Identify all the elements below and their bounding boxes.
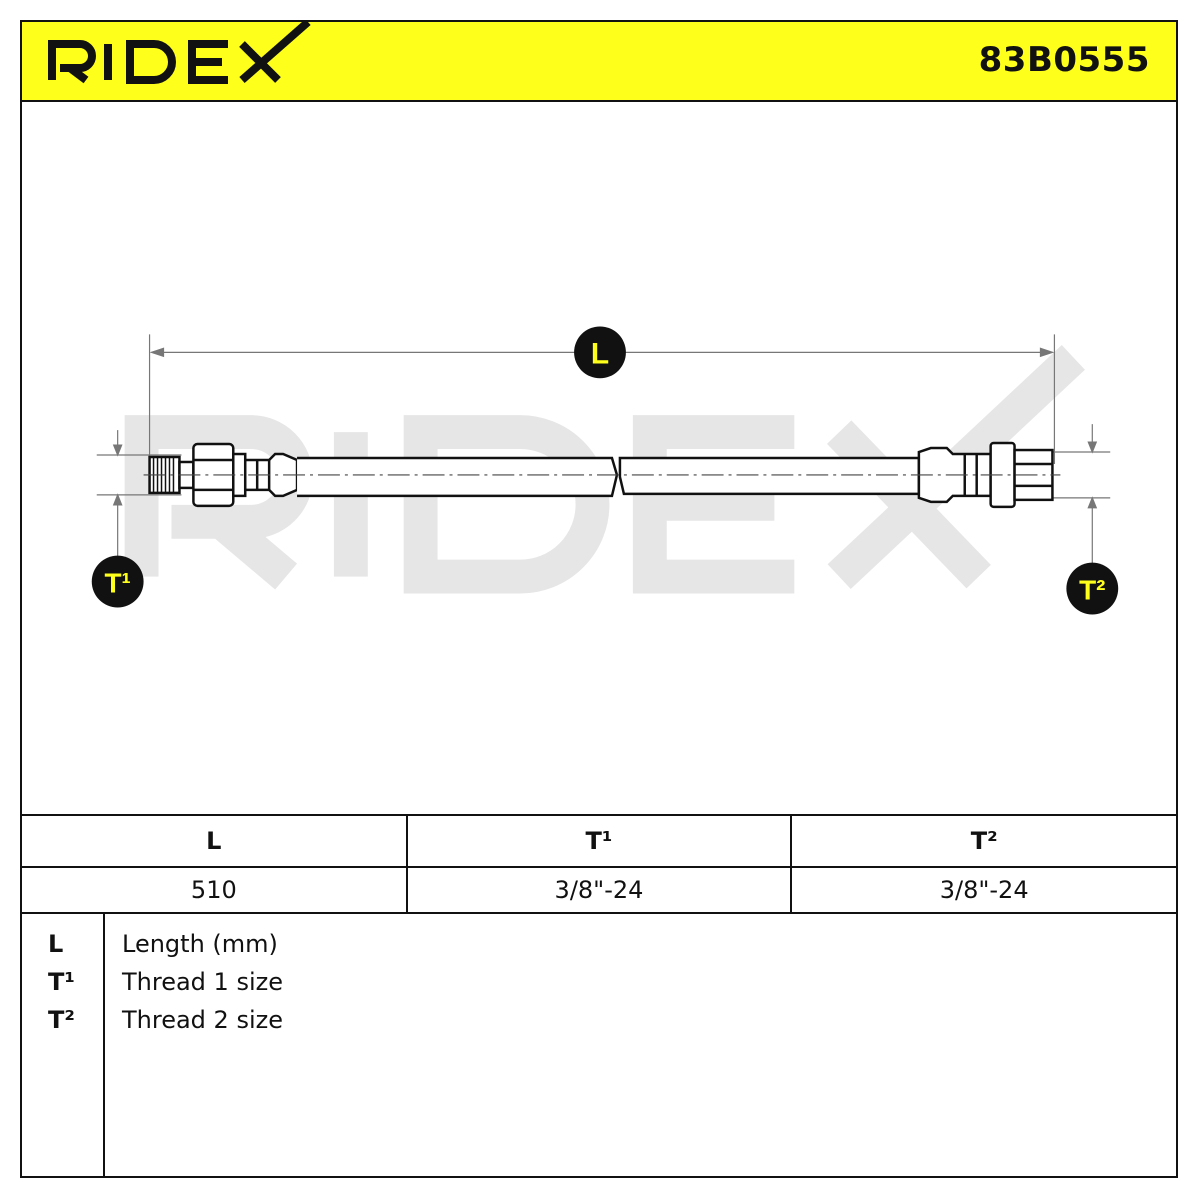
legend-desc: Length (mm) [122, 930, 278, 958]
spec-header-row: L T¹ T² [22, 814, 1176, 868]
length-marker-label: L [591, 337, 609, 370]
spec-value-length: 510 [22, 866, 408, 914]
legend-item: T² Thread 2 size [22, 1006, 1176, 1044]
length-marker [574, 326, 626, 379]
spec-header-length: L [22, 814, 408, 868]
part-number: 83B0555 [978, 40, 1150, 80]
thread2-marker-label: T² [1079, 575, 1105, 606]
legend-desc: Thread 2 size [122, 1006, 283, 1034]
legend-item: T¹ Thread 1 size [22, 968, 1176, 1006]
header-bar: 83B0555 [22, 22, 1176, 102]
thread1-marker-label: T¹ [105, 568, 131, 599]
legend: L Length (mm) T¹ Thread 1 size T² Thread… [22, 914, 1176, 1178]
thread2-marker [1066, 562, 1119, 615]
legend-key: T² [48, 1006, 75, 1034]
product-sheet: 83B0555 L [20, 20, 1178, 1178]
legend-item: L Length (mm) [22, 930, 1176, 968]
watermark-logo [124, 344, 1085, 594]
spec-value-row: 510 3/8"-24 3/8"-24 [22, 866, 1176, 914]
legend-key: L [48, 930, 64, 958]
spec-value-thread1: 3/8"-24 [405, 866, 793, 914]
spec-header-thread1: T¹ [405, 814, 793, 868]
brand-logo [48, 22, 311, 84]
brake-hose [148, 441, 1054, 509]
spec-value-thread2: 3/8"-24 [790, 866, 1176, 914]
thread1-dimension [96, 430, 182, 570]
hose-drawing: L T¹ T² [91, 326, 1119, 615]
spec-header-thread2: T² [790, 814, 1176, 868]
legend-desc: Thread 1 size [122, 968, 283, 996]
legend-divider [103, 914, 105, 1178]
spec-table: L T¹ T² 510 3/8"-24 3/8"-24 [22, 814, 1176, 914]
legend-key: T¹ [48, 968, 75, 996]
thread1-marker [91, 555, 144, 608]
